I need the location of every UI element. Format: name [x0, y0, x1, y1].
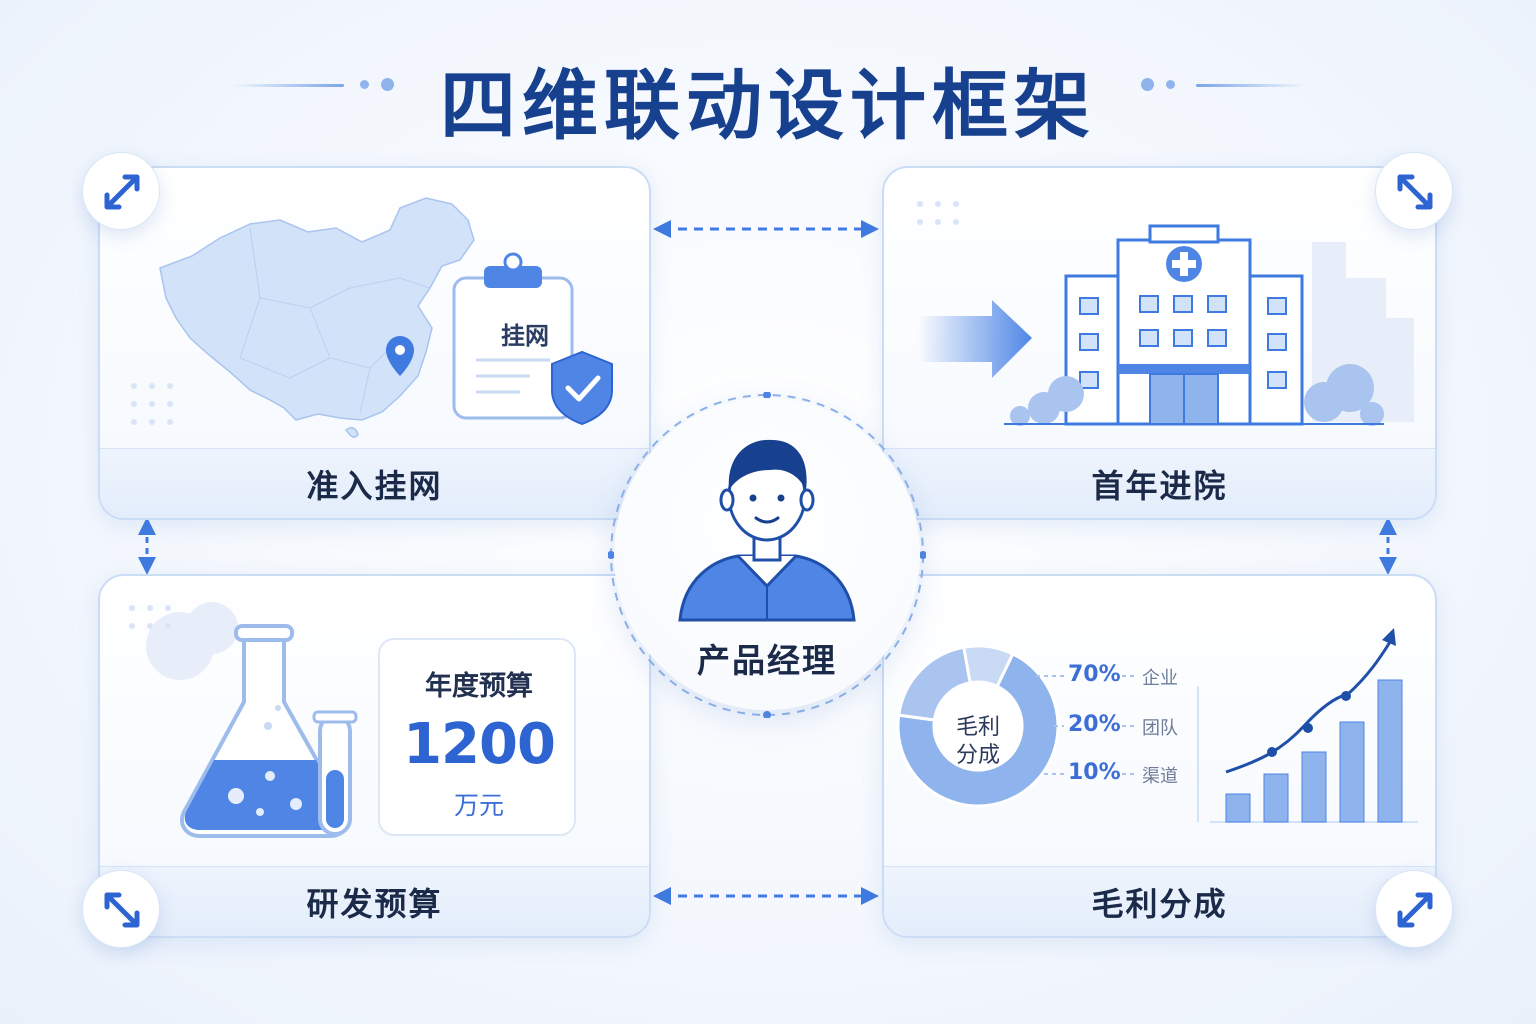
share-row: 20% 团队 [1068, 712, 1228, 742]
expand-arrow-icon [1397, 174, 1433, 210]
share-name: 渠道 [1142, 766, 1178, 787]
annual-budget-box: 年度预算 1200 万元 [378, 638, 576, 836]
card-label-gross-margin-share: 毛利分成 [884, 866, 1435, 936]
budget-title: 年度预算 [425, 671, 533, 702]
card-first-year-hospital: 首年进院 [882, 166, 1437, 520]
card-label-admission-listing: 准入挂网 [100, 448, 649, 518]
corner-expand-button-top-left[interactable] [82, 152, 160, 230]
clipboard-icon [452, 252, 574, 420]
flask-icon [129, 602, 358, 838]
donut-segment [962, 644, 1015, 689]
donut-label-line1: 毛利 [955, 715, 1000, 740]
arrow-right-icon [918, 300, 1032, 378]
page-title: 四维联动设计框架 [440, 61, 1096, 150]
corner-expand-button-top-right[interactable] [1375, 152, 1453, 230]
title-deco-dot [1141, 78, 1154, 91]
center-dashed-ring [608, 392, 926, 718]
title-deco-line-right [1196, 84, 1306, 87]
gross-margin-graphics [896, 628, 1418, 823]
center-label: 产品经理 [697, 641, 837, 680]
donut-label-line2: 分成 [955, 743, 1000, 768]
donut-chart-icon [896, 644, 1060, 808]
shield-check-icon [551, 350, 613, 426]
donut-segment [896, 651, 1060, 808]
center-product-manager: 产品经理 [614, 398, 920, 710]
corner-expand-button-bottom-right[interactable] [1375, 870, 1453, 948]
title-row: 四维联动设计框架 [0, 40, 1536, 150]
test-tube-icon [312, 710, 358, 836]
title-deco-dot [1166, 80, 1175, 89]
share-name: 企业 [1142, 668, 1178, 689]
donut-leader-lines [1036, 675, 1136, 775]
card-admission-listing: 挂网 准入挂网 [98, 166, 651, 520]
card-label-first-year-hospital: 首年进院 [884, 448, 1435, 518]
share-row: 10% 渠道 [1068, 760, 1228, 790]
expand-arrow-icon [1397, 892, 1433, 928]
card-gross-margin-share: 毛利 分成 70% 企业 20% 团队 10% 渠道 毛利分成 [882, 574, 1437, 938]
share-percent: 10% [1068, 760, 1121, 785]
expand-arrow-icon [104, 174, 140, 210]
person-avatar-icon [678, 439, 856, 622]
share-row: 70% 企业 [1068, 662, 1228, 692]
card-rd-budget: 年度预算 1200 万元 研发预算 [98, 574, 651, 938]
growth-bar-chart-icon [1197, 628, 1418, 823]
china-map-icon [131, 197, 613, 438]
donut-center-label: 毛利 分成 [924, 714, 1032, 770]
corner-expand-button-bottom-left[interactable] [82, 870, 160, 948]
card-label-rd-budget: 研发预算 [100, 866, 649, 936]
donut-hole [936, 684, 1020, 768]
share-percent: 70% [1068, 662, 1121, 687]
expand-arrow-icon [104, 892, 140, 928]
budget-value: 1200 [403, 712, 556, 777]
share-percent: 20% [1068, 712, 1121, 737]
hospital-icon [917, 201, 1414, 426]
location-pin-icon [386, 336, 414, 376]
share-name: 团队 [1142, 718, 1178, 739]
title-deco-dot [360, 80, 369, 89]
budget-unit: 万元 [453, 791, 504, 820]
clipboard-label: 挂网 [501, 322, 549, 350]
title-deco-dot [381, 78, 394, 91]
title-deco-line-left [232, 84, 344, 87]
